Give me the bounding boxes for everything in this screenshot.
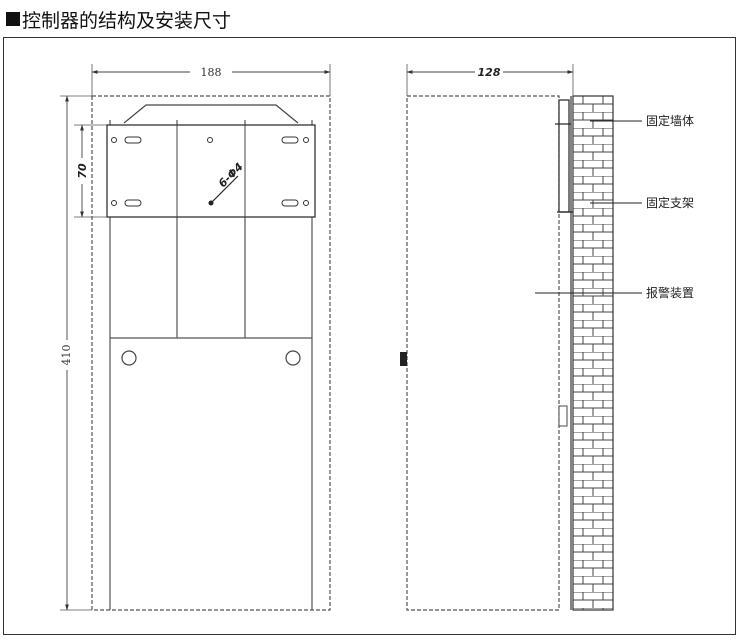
lower-left-hole [121,350,137,366]
hanger-trapezoid [123,104,299,124]
callout-device-label: 报警装置 [646,285,694,300]
lower-right-hole [285,350,301,366]
drawing-frame [3,37,736,635]
page-title: 控制器的结构及安装尺寸 [6,6,231,32]
side-fixing-bracket [558,99,570,213]
hole-leader-line [210,175,239,204]
dim-front-width-label: 188 [201,66,222,79]
front-view: 6-Φ4 188 70 410 [60,64,331,611]
brick-wall [572,95,614,611]
black-square-bullet [6,12,20,26]
callout-bracket-label: 固定支架 [646,195,694,210]
dim-bracket-height: 70 [74,124,107,218]
side-cabinet-outline [406,95,560,611]
dim-bracket-height-label: 70 [76,163,89,179]
dim-front-height: 410 [60,95,92,611]
dim-front-width: 188 [91,64,331,96]
side-knob [400,352,407,366]
front-cabinet-outline [91,95,331,611]
dim-side-depth-label: 128 [478,66,501,79]
side-lower-clip [558,405,568,427]
side-view: 128 固定墙体 固定支架 报警装置 [400,64,694,611]
dim-side-depth: 128 [406,64,574,96]
dim-front-height-label: 410 [60,345,73,366]
page-title-text: 控制器的结构及安装尺寸 [22,9,232,32]
callout-wall-label: 固定墙体 [646,113,694,128]
hole-center-dot [208,200,214,206]
bracket-holes [111,136,309,207]
